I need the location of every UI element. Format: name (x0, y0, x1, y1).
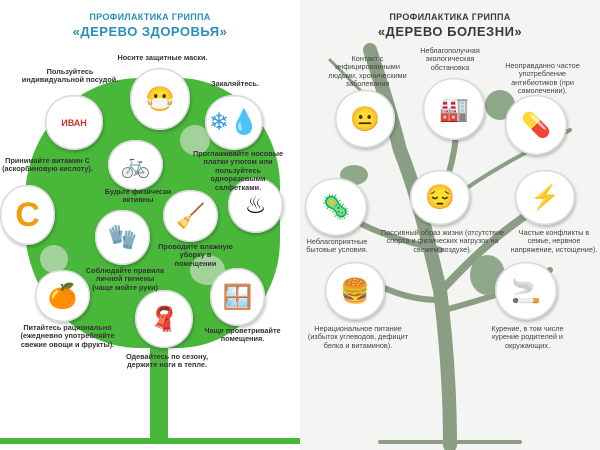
health-item-label: Одевайтесь по сезону, держите ноги в теп… (125, 352, 209, 370)
health-item-label: Принимайте витамин С (аскорбиновую кисло… (2, 156, 93, 174)
disease-item-label: Неоправданно частое употребление антибио… (505, 61, 580, 96)
sick-faces-icon: 😐 (335, 90, 395, 148)
masks-icon: 😷 (130, 68, 190, 130)
health-item-label: Питайтесь рационально (ежедневно употреб… (20, 323, 115, 349)
health-item-label: Чаще проветривайте помещения. (204, 326, 281, 344)
pills-icon: 💊 (505, 95, 567, 155)
sad-face-icon: 😔 (410, 170, 470, 225)
burger-icon: 🍔 (325, 262, 385, 320)
disease-item-label: Неблагополучная экологическая обстановка (420, 46, 480, 72)
disease-item-label: Контакт с инфицированными людьми, хронич… (328, 54, 407, 89)
bicycle-icon: 🚲 (108, 140, 163, 190)
dishes-icon: ИВАН (45, 95, 103, 150)
snowflake-water-icon: ❄💧 (205, 95, 263, 150)
factory-icon: 🏭 (423, 78, 485, 140)
leaf-spot (40, 245, 68, 273)
orange-milk-icon: 🍊 (35, 270, 90, 322)
leaf-spot (180, 125, 210, 155)
warm-clothes-icon: 🧣 (135, 290, 193, 348)
disease-item-label: Пассивный образ жизни (отсутствие спорта… (380, 228, 505, 254)
health-item-label: Пользуйтесь индивидуальной посудой. (21, 67, 119, 85)
health-title-small: ПРОФИЛАКТИКА ГРИППА (89, 12, 211, 22)
disease-item-label: Неблагоприятные бытовые условия. (306, 237, 368, 255)
disease-tree-panel: ПРОФИЛАКТИКА ГРИППА «ДЕРЕВО БОЛЕЗНИ» 😐 🏭… (300, 0, 600, 450)
health-item-label: Проводите влажную уборку в помещении (158, 242, 233, 268)
disease-item-label: Частые конфликты в семье, нервное напряж… (510, 228, 598, 254)
germs-icon: 🦠 (305, 178, 367, 236)
disease-title-small: ПРОФИЛАКТИКА ГРИППА (389, 12, 511, 22)
conflict-icon: ⚡ (515, 170, 575, 225)
iron-icon: ♨ (228, 178, 283, 233)
mop-bucket-icon: 🧹 (163, 190, 218, 242)
health-item-label: Проглаживайте носовые платки утюгом или … (192, 149, 284, 192)
health-item-label: Будьте физически активны (104, 187, 172, 205)
disease-item-label: Нерациональное питание (избыток углеводо… (307, 324, 409, 350)
gloves-soap-icon: 🧤 (95, 210, 150, 265)
disease-title-big: «ДЕРЕВО БОЛЕЗНИ» (377, 24, 523, 39)
health-ground-line (0, 438, 300, 444)
health-title-big: «ДЕРЕВО ЗДОРОВЬЯ» (72, 24, 228, 39)
cup-label: ИВАН (61, 117, 87, 128)
health-item-label: Закаляйтесь. (211, 79, 259, 88)
vitamin-c-icon: C (0, 185, 55, 245)
disease-item-label: Курение, в том числе курение родителей и… (491, 324, 564, 350)
health-item-label: Носите защитные маски. (117, 53, 208, 62)
health-tree-trunk (150, 330, 168, 442)
window-icon: 🪟 (210, 268, 265, 326)
health-tree-panel: ПРОФИЛАКТИКА ГРИППА «ДЕРЕВО ЗДОРОВЬЯ» 😷 … (0, 12, 300, 444)
cigarettes-icon: 🚬 (495, 262, 557, 320)
health-item-label: Соблюдайте правила личной гигиены (чаще … (85, 266, 165, 292)
